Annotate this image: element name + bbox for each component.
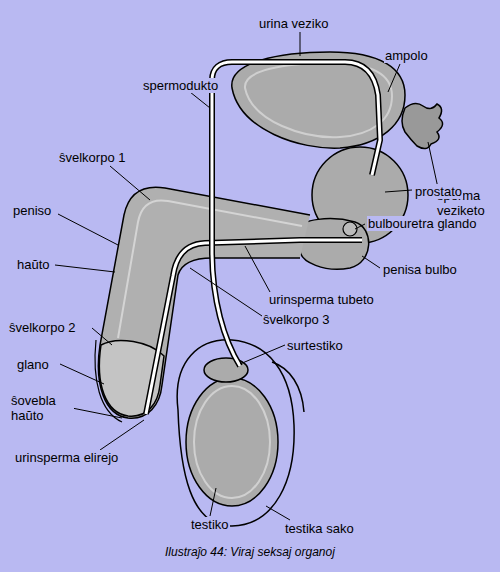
part-label: surtestiko [286,338,344,353]
part-label: urinsperma elirejo [14,450,119,465]
part-label: ampolo [384,48,429,63]
part-label: peniso [12,203,52,218]
part-label: spermodukto [142,78,219,93]
part-label: haŭto [16,257,51,272]
part-label: penisa bulbo [382,262,458,277]
part-label: ŝovebla haŭto [10,393,74,423]
part-label: ŝvelkorpo 1 [58,150,126,165]
part-label: glano [16,357,50,372]
part-label: urina veziko [258,16,329,31]
figure-caption: Ilustraĵo 44: Viraj seksaj organoj [165,545,335,559]
part-label: urinsperma tubeto [268,292,375,307]
part-label: ŝvelkorpo 2 [8,320,76,335]
part-label: testiko [190,517,230,532]
part-label: ŝvelkorpo 3 [262,312,330,327]
part-label: bulbouretra glando [367,216,477,231]
part-label: testika sako [284,521,355,536]
part-label: prostato [414,184,463,199]
